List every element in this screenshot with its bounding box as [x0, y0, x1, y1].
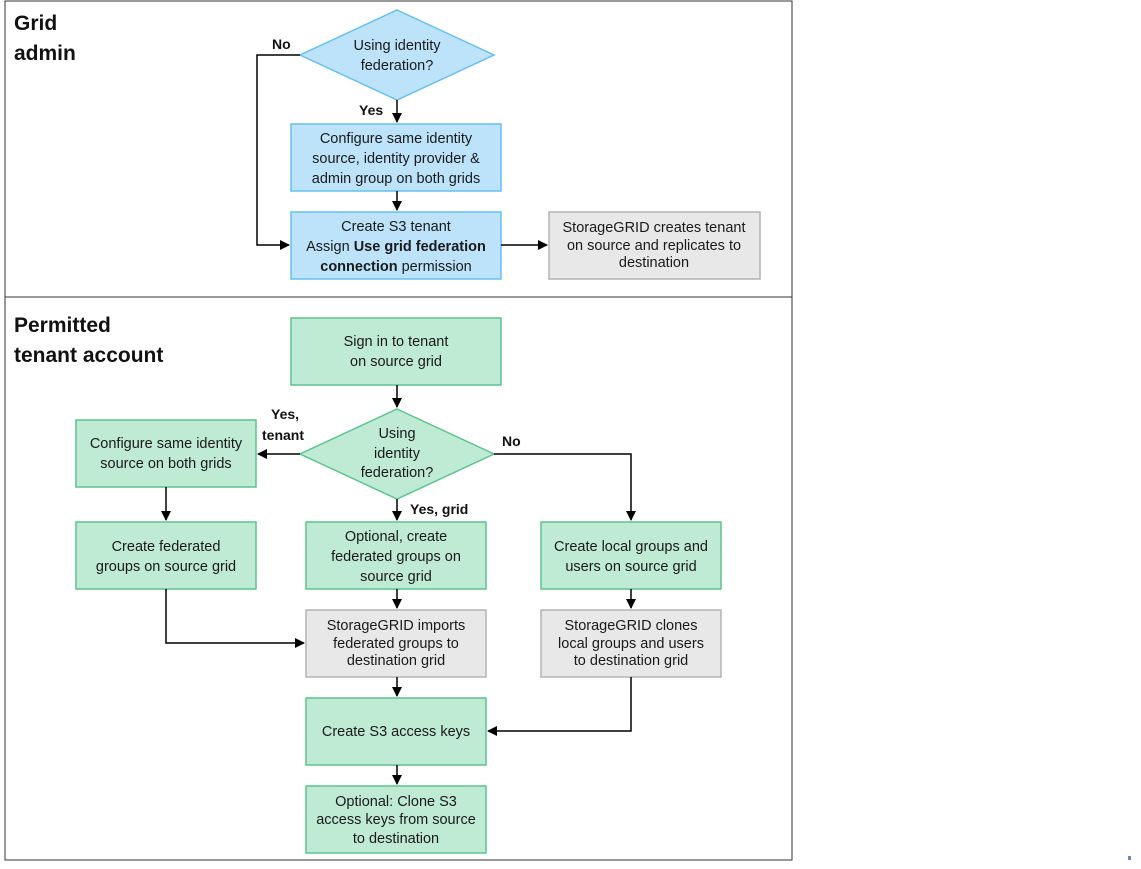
- box-create-tenant-3b: permission: [398, 259, 472, 275]
- box-sign-in-1: Sign in to tenant: [344, 334, 449, 350]
- lane-title-grid-admin-2: admin: [14, 42, 76, 65]
- box-clone-keys-3: to destination: [353, 831, 439, 847]
- box-replicate-tenant-2: on source and replicates to: [567, 238, 741, 254]
- box-clone-keys: [305, 785, 487, 854]
- corner-dot: [1128, 856, 1131, 860]
- label-tenant-yes-tenant-2: tenant: [262, 427, 304, 443]
- edge-tenant-no: [494, 453, 636, 521]
- box-create-keys: [305, 697, 487, 766]
- box-imports-federated: [305, 609, 487, 678]
- box-create-tenant-2b: Use grid federation: [354, 239, 486, 255]
- label-admin-yes: Yes: [359, 102, 383, 118]
- box-create-federated: [75, 521, 257, 590]
- decision-admin-label-1: Using identity: [353, 38, 441, 54]
- box-clones-local-3: to destination grid: [574, 653, 688, 669]
- box-clones-local-1: StorageGRID clones: [565, 618, 698, 634]
- label-admin-no: No: [272, 36, 291, 52]
- box-replicate-tenant: [548, 211, 761, 280]
- edge-admin-no: [256, 54, 300, 250]
- lane-title-tenant-2: tenant account: [14, 344, 163, 367]
- box-configure-tenant-1: Configure same identity: [90, 436, 243, 452]
- decision-tenant-label-3: federation?: [361, 465, 434, 481]
- box-optional-federated-2: federated groups on: [331, 549, 461, 565]
- box-clones-local: [540, 609, 722, 678]
- box-sign-in-2: on source grid: [350, 354, 442, 370]
- box-replicate-tenant-1: StorageGRID creates tenant: [563, 220, 746, 236]
- edge-create-federated-imports: [165, 589, 305, 648]
- edge-clones-keys: [487, 677, 632, 736]
- box-configure-tenant-2: source on both grids: [100, 456, 231, 472]
- label-tenant-yes-grid: Yes, grid: [410, 501, 468, 517]
- box-imports-federated-1: StorageGRID imports: [327, 618, 466, 634]
- box-configure-admin-2: source, identity provider &: [312, 151, 480, 167]
- box-create-tenant-2a: Assign: [306, 239, 354, 255]
- box-create-keys-1: Create S3 access keys: [322, 724, 470, 740]
- box-replicate-tenant-3: destination: [619, 255, 689, 271]
- lane-title-grid-admin-1: Grid: [14, 12, 57, 35]
- box-create-tenant-2: Assign Use grid federation: [306, 239, 486, 255]
- decision-tenant-label-2: identity: [374, 446, 421, 462]
- box-optional-federated: [305, 521, 487, 590]
- decision-tenant-label-1: Using: [378, 426, 415, 442]
- box-create-local: [540, 521, 722, 590]
- box-create-tenant: [290, 211, 502, 280]
- box-create-tenant-3a: connection: [320, 259, 397, 275]
- box-configure-admin-3: admin group on both grids: [312, 171, 480, 187]
- box-create-local-2: users on source grid: [565, 559, 696, 575]
- box-create-tenant-1: Create S3 tenant: [341, 219, 451, 235]
- box-imports-federated-3: destination grid: [347, 653, 445, 669]
- box-clone-keys-2: access keys from source: [316, 812, 476, 828]
- box-configure-admin-1: Configure same identity: [320, 131, 473, 147]
- lane-title-tenant-1: Permitted: [14, 314, 111, 337]
- box-create-federated-1: Create federated: [112, 539, 221, 555]
- decision-admin-label-2: federation?: [361, 58, 434, 74]
- box-imports-federated-2: federated groups to: [333, 636, 459, 652]
- box-configure-tenant: [75, 419, 257, 488]
- box-optional-federated-1: Optional, create: [345, 529, 447, 545]
- box-sign-in: [290, 317, 502, 386]
- label-tenant-yes-tenant-1: Yes,: [271, 406, 299, 422]
- box-clone-keys-1: Optional: Clone S3: [335, 794, 457, 810]
- box-configure-admin: [290, 123, 502, 192]
- label-tenant-no: No: [502, 433, 521, 449]
- box-create-local-1: Create local groups and: [554, 539, 708, 555]
- box-clones-local-2: local groups and users: [558, 636, 704, 652]
- box-optional-federated-3: source grid: [360, 569, 432, 585]
- box-create-tenant-3: connection permission: [320, 259, 471, 275]
- box-create-federated-2: groups on source grid: [96, 559, 236, 575]
